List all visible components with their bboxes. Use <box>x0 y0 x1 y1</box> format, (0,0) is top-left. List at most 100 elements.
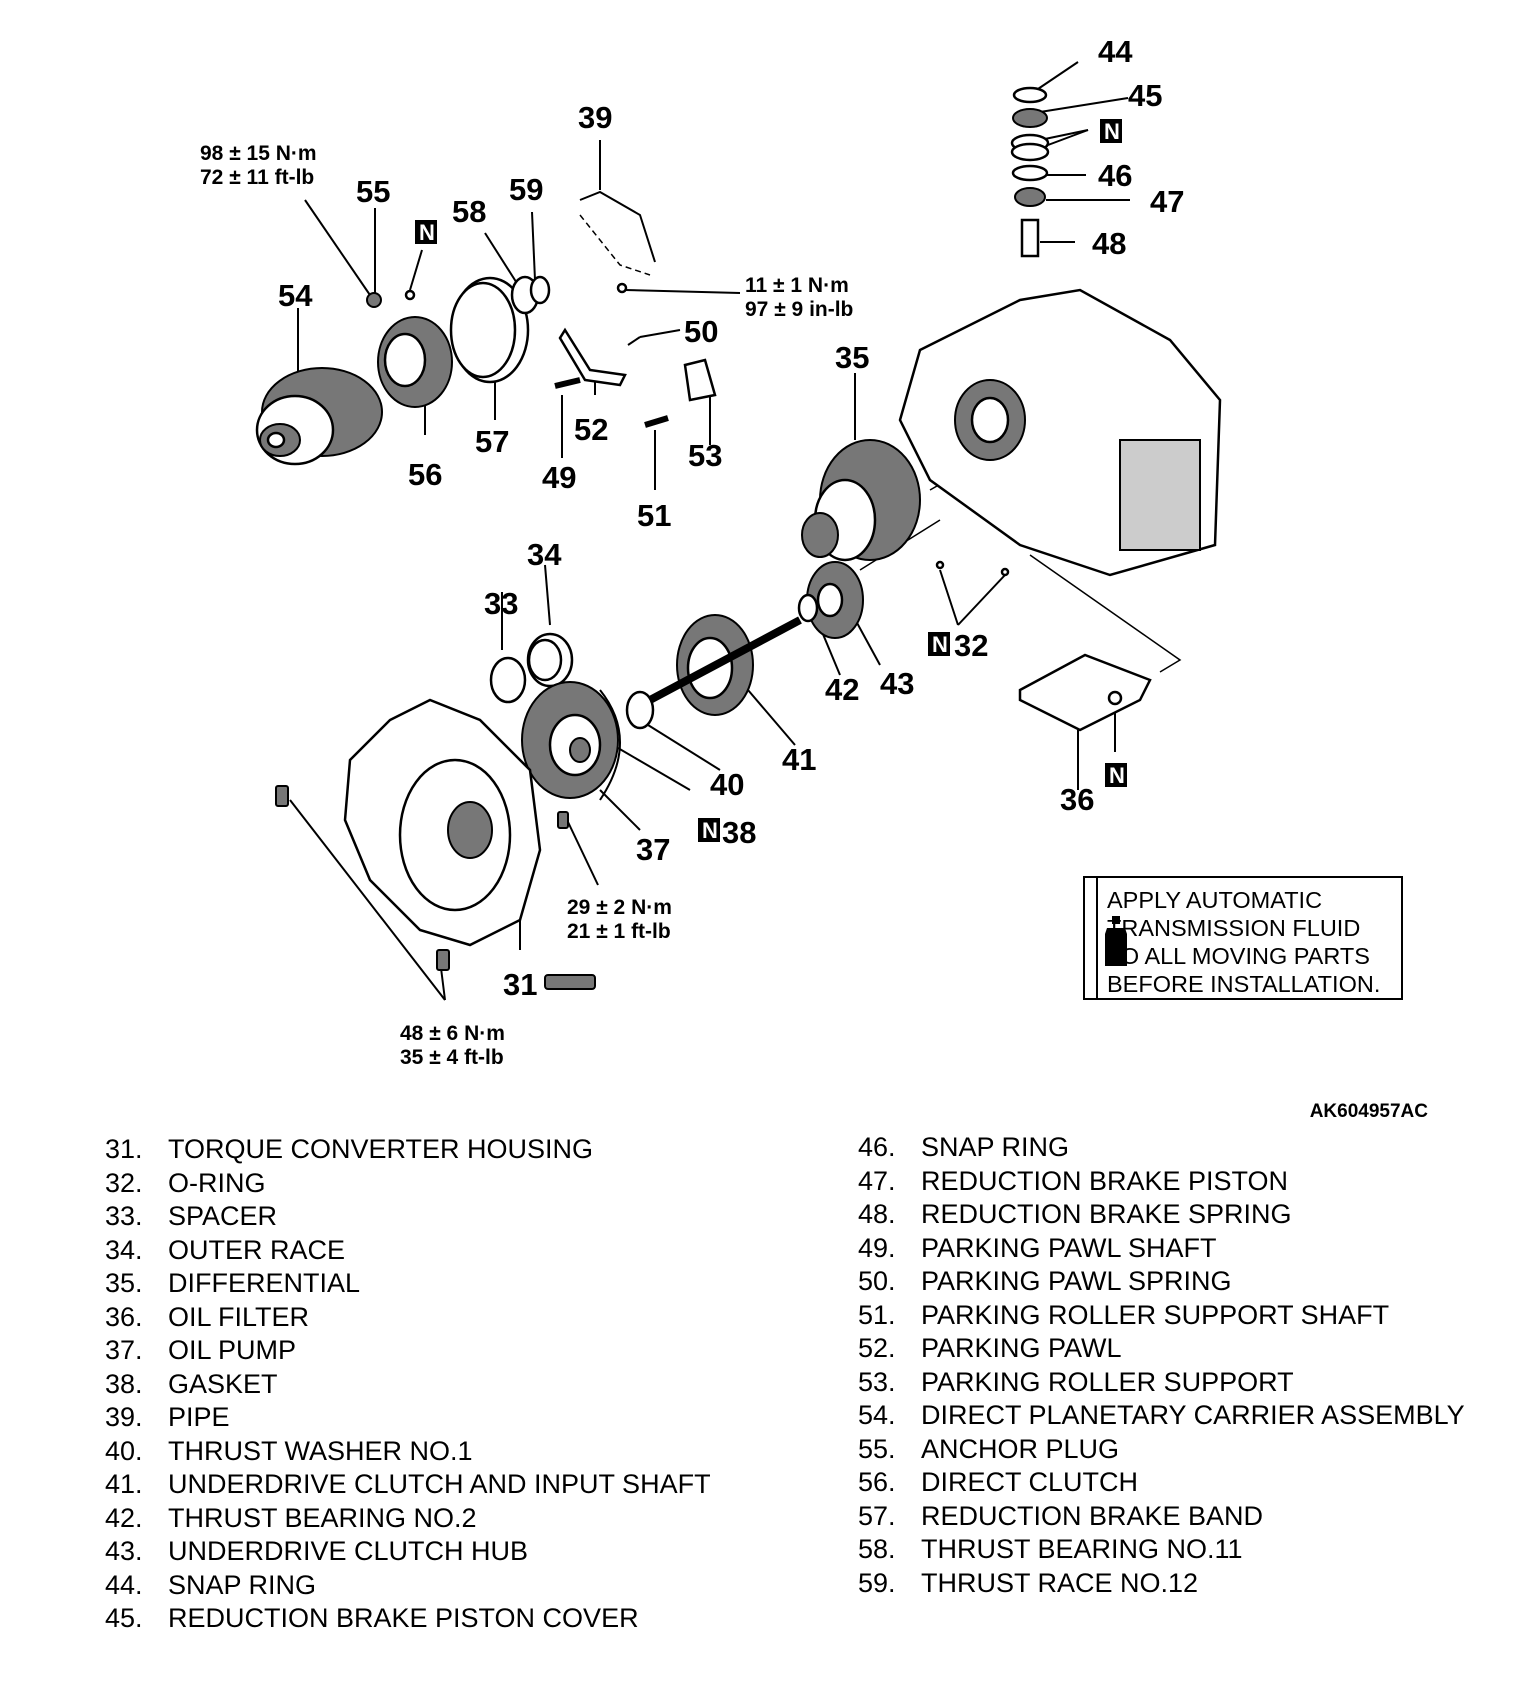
legend-item: 51. PARKING ROLLER SUPPORT SHAFT <box>858 1299 1478 1333</box>
callout-40: 40 <box>710 767 744 802</box>
svg-text:N: N <box>932 632 948 657</box>
torque-55-ftlb: 72 ± 11 ft-lb <box>200 166 314 189</box>
callout-38: 38 <box>722 815 756 850</box>
legend-item-text: OIL PUMP <box>168 1335 297 1365</box>
legend-item-number: 52. <box>858 1333 896 1363</box>
legend-item: 44.SNAP RING <box>105 1569 745 1603</box>
torque-55-nm: 98 ± 15 N·m <box>200 142 317 165</box>
callout-41: 41 <box>782 742 816 777</box>
legend-item-number: 40. <box>105 1435 143 1466</box>
callout-59: 59 <box>509 172 543 207</box>
callout-48: 48 <box>1092 226 1126 261</box>
callout-36: 36 <box>1060 782 1094 817</box>
torque-37-nm: 29 ± 2 N·m <box>567 896 672 919</box>
callout-51: 51 <box>637 498 671 533</box>
legend-item-text: PARKING ROLLER SUPPORT SHAFT <box>921 1299 1390 1330</box>
torque-31-nm: 48 ± 6 N·m <box>400 1022 505 1045</box>
legend-item-text: SNAP RING <box>921 1132 1070 1162</box>
legend-item: 39.PIPE <box>105 1401 745 1435</box>
legend-item: 52. PARKING PAWL <box>858 1332 1478 1366</box>
legend-item: 55. ANCHOR PLUG <box>858 1433 1478 1467</box>
legend-item: 45.REDUCTION BRAKE PISTON COVER <box>105 1602 745 1636</box>
n-markers: N N N N N <box>415 119 1127 843</box>
legend-item-number: 38. <box>105 1368 143 1399</box>
callout-34: 34 <box>527 537 562 572</box>
legend-item-text: REDUCTION BRAKE PISTON <box>921 1165 1289 1196</box>
callout-52: 52 <box>574 412 608 447</box>
legend-item-text: THRUST BEARING NO.2 <box>168 1502 477 1533</box>
legend-item-number: 43. <box>105 1536 143 1566</box>
legend-item-text: DIFFERENTIAL <box>168 1268 361 1298</box>
legend-item-number: 46. <box>858 1132 896 1162</box>
callout-44: 44 <box>1098 34 1133 69</box>
legend-item: 50.PARKING PAWL SPRING <box>858 1265 1478 1299</box>
legend-item-text: REDUCTION BRAKE PISTON COVER <box>168 1603 639 1633</box>
legend-item: 54.DIRECT PLANETARY CARRIER ASSEMBLY <box>858 1399 1478 1433</box>
callout-46: 46 <box>1098 158 1132 193</box>
legend-item-number: 32. <box>105 1167 143 1198</box>
callout-labels: 44 45 46 47 48 39 55 58 59 54 50 35 52 5… <box>278 34 1184 1002</box>
callout-33: 33 <box>484 586 518 621</box>
legend-item-number: 42. <box>105 1502 143 1533</box>
n-marker-icon: N <box>1105 763 1127 788</box>
legend-item-number: 34. <box>105 1234 143 1265</box>
legend-item-number: 51. <box>858 1299 896 1330</box>
callout-56: 56 <box>408 457 442 492</box>
legend-item-text: OIL FILTER <box>168 1301 310 1332</box>
legend-item-number: 55. <box>858 1433 896 1464</box>
figure-id: AK604957AC <box>1309 1101 1428 1122</box>
legend-item: 37. OIL PUMP <box>105 1334 745 1368</box>
notice-text: APPLY AUTOMATIC TRANSMISSION FLUID TO AL… <box>1107 887 1381 997</box>
legend-item-number: 41. <box>105 1469 143 1499</box>
torque-31-ftlb: 35 ± 4 ft-lb <box>400 1046 504 1069</box>
legend-item: 46. SNAP RING <box>858 1131 1478 1165</box>
callout-53: 53 <box>688 438 722 473</box>
legend-item: 36.OIL FILTER <box>105 1301 745 1335</box>
legend-item-text: ANCHOR PLUG <box>921 1433 1120 1464</box>
n-marker-icon: N <box>698 818 720 843</box>
callout-49: 49 <box>542 460 576 495</box>
n-marker-icon: N <box>928 632 950 657</box>
callout-37: 37 <box>636 832 670 867</box>
legend-item-number: 33. <box>105 1201 143 1231</box>
callout-42: 42 <box>825 672 859 707</box>
torque-37-ftlb: 21 ± 1 ft-lb <box>567 920 671 943</box>
callout-54: 54 <box>278 278 313 313</box>
legend-item-text: GASKET <box>168 1368 278 1399</box>
legend-item-number: 54. <box>858 1400 896 1430</box>
legend-item: 59.THRUST RACE NO.12 <box>858 1567 1478 1601</box>
part-shapes <box>255 86 1222 990</box>
torque-specs: 98 ± 15 N·m 72 ± 11 ft-lb 11 ± 1 N·m 97 … <box>200 142 853 1069</box>
legend-item-number: 35. <box>105 1268 143 1298</box>
legend-item: 58.THRUST BEARING NO.11 <box>858 1533 1478 1567</box>
legend-item-text: UNDERDRIVE CLUTCH HUB <box>168 1536 529 1566</box>
callout-39: 39 <box>578 100 612 135</box>
torque-39-nm: 11 ± 1 N·m <box>745 274 849 297</box>
legend-item-text: PARKING PAWL SHAFT <box>921 1232 1217 1263</box>
legend-item-text: REDUCTION BRAKE BAND <box>921 1500 1264 1531</box>
atf-notice-box: APPLY AUTOMATIC TRANSMISSION FLUID TO AL… <box>1083 876 1403 1000</box>
torque-39-inlb: 97 ± 9 in-lb <box>745 298 853 321</box>
legend-item: 47.REDUCTION BRAKE PISTON <box>858 1165 1478 1199</box>
callout-31: 31 <box>503 967 537 1002</box>
legend-item-text: PARKING PAWL <box>921 1333 1122 1363</box>
legend-item: 57.REDUCTION BRAKE BAND <box>858 1500 1478 1534</box>
legend-item-number: 49. <box>858 1232 896 1263</box>
legend-item-text: SNAP RING <box>168 1569 317 1600</box>
callout-50: 50 <box>684 314 718 349</box>
legend-item-text: PIPE <box>168 1402 230 1432</box>
legend-item-number: 48. <box>858 1199 896 1229</box>
callout-58: 58 <box>452 194 486 229</box>
legend-item: 53.PARKING ROLLER SUPPORT <box>858 1366 1478 1400</box>
legend-item-number: 37. <box>105 1335 143 1365</box>
svg-text:N: N <box>419 220 435 245</box>
notice-divider <box>1096 878 1098 998</box>
legend-item: 42. THRUST BEARING NO.2 <box>105 1502 745 1536</box>
legend-item: 38. GASKET <box>105 1368 745 1402</box>
n-marker-icon: N <box>415 220 437 245</box>
legend-item: 32.O-RING <box>105 1167 745 1201</box>
legend-item-number: 59. <box>858 1567 896 1598</box>
legend-item: 49. PARKING PAWL SHAFT <box>858 1232 1478 1266</box>
callout-55: 55 <box>356 174 390 209</box>
